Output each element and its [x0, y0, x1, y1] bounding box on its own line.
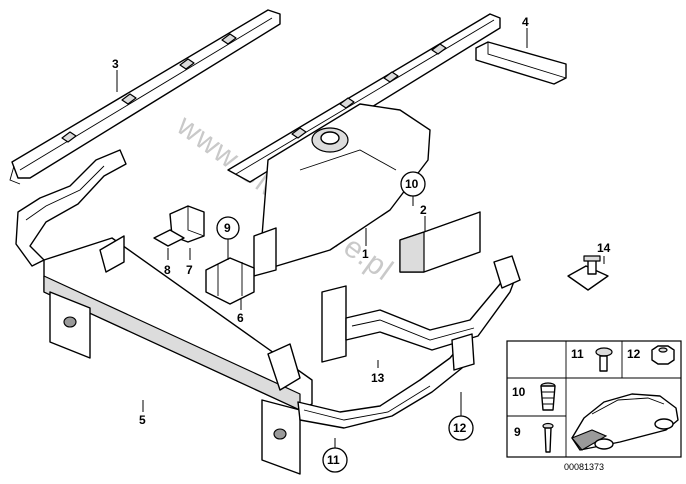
part-6-bracket — [205, 257, 255, 305]
part-4-strip — [475, 41, 567, 85]
callout-3: 3 — [112, 57, 119, 71]
expanding-nut-icon — [540, 382, 556, 411]
inset-label-11: 11 — [571, 347, 584, 361]
callout-12: 12 — [453, 421, 467, 435]
callout-7: 7 — [186, 263, 193, 277]
part-3-side-rail — [9, 9, 281, 185]
fastener-inset: 11 12 10 9 — [506, 340, 682, 458]
callout-2: 2 — [420, 203, 427, 217]
callouts: 3 4 10 2 1 9 7 8 6 5 13 14 11 12 — [112, 15, 611, 473]
callout-12-circle — [448, 415, 474, 441]
car-silhouette-icon — [571, 393, 679, 451]
reference-number: 00081373 — [564, 462, 604, 472]
callout-9-circle — [216, 216, 240, 240]
callout-8: 8 — [164, 263, 171, 277]
callout-10: 10 — [405, 177, 419, 191]
callout-1: 1 — [362, 247, 369, 261]
part-14-clip — [567, 255, 609, 291]
callout-5: 5 — [139, 413, 146, 427]
inset-label-9: 9 — [514, 425, 521, 439]
callout-11-circle — [322, 447, 348, 473]
part-13-rear-frame — [321, 255, 521, 363]
part-12-rear-arm — [297, 333, 475, 429]
part-1-longitudinal-member — [227, 13, 501, 277]
inset-label-12: 12 — [627, 347, 641, 361]
screw-icon — [595, 347, 613, 372]
callout-10-circle — [400, 171, 426, 197]
inset-label-10: 10 — [512, 385, 526, 399]
callout-9: 9 — [224, 221, 231, 235]
callout-6: 6 — [237, 311, 244, 325]
callout-14: 14 — [597, 241, 611, 255]
bolt-icon — [542, 422, 554, 453]
callout-4: 4 — [522, 15, 529, 29]
part-8-plate — [153, 229, 185, 247]
part-5-bumper-carrier — [15, 149, 313, 475]
nut-icon — [651, 345, 675, 365]
callout-11: 11 — [327, 453, 340, 467]
part-2-block — [399, 211, 481, 273]
part-7-bracket — [169, 205, 205, 243]
callout-13: 13 — [371, 371, 385, 385]
